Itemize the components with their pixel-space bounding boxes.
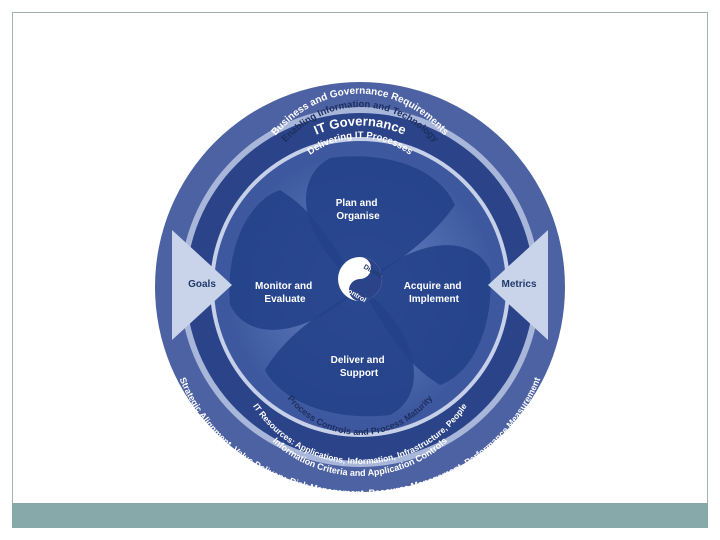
monitor-line1: Monitor and	[255, 281, 312, 292]
metrics-wedge	[488, 230, 548, 340]
acquire-line1: Acquire and	[404, 281, 462, 292]
center-emblem: Direct Control	[338, 257, 383, 304]
deliver-line2: Support	[340, 368, 379, 379]
quadrant-acquire-label: Acquire and Implement	[404, 281, 465, 305]
quadrant-monitor-shape	[229, 190, 360, 330]
metrics-label: Metrics	[501, 279, 536, 290]
goals-wedge	[172, 230, 232, 340]
quadrant-acquire-shape	[360, 245, 491, 385]
quadrant-monitor-label: Monitor and Evaluate	[255, 281, 315, 305]
plan-line2: Organise	[336, 211, 380, 222]
pinwheel	[229, 156, 491, 417]
monitor-line2: Evaluate	[264, 294, 306, 305]
footer-bar	[12, 503, 708, 528]
acquire-line2: Implement	[409, 294, 460, 305]
quadrant-plan-label: Plan and Organise	[336, 198, 380, 222]
quadrant-plan-shape	[306, 156, 455, 287]
plan-line1: Plan and	[336, 198, 378, 209]
quadrant-deliver-shape	[265, 287, 414, 417]
quadrant-deliver-label: Deliver and Support	[331, 355, 388, 379]
goals-label: Goals	[188, 279, 216, 290]
deliver-line1: Deliver and	[331, 355, 385, 366]
